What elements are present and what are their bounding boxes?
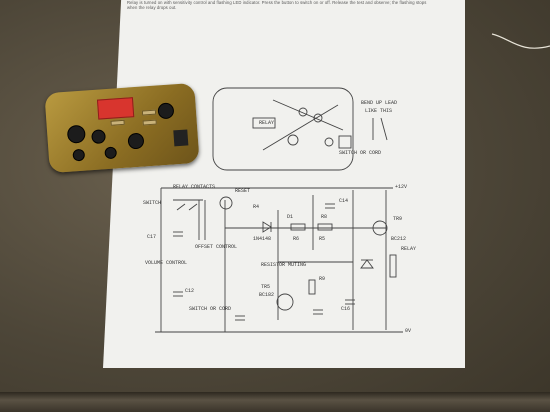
volume-control-label: VOLUME CONTROL [145, 260, 188, 266]
r4-label: R4 [253, 204, 260, 210]
c14-label: C14 [339, 198, 349, 204]
schematic-paper: Relay is turned on with sensitivity cont… [103, 0, 465, 368]
resistor-2 [142, 119, 157, 126]
transistor-2 [104, 146, 118, 160]
switch-component [173, 129, 189, 147]
offset-control-label: OFFSET CONTROL [195, 244, 238, 250]
capacitor-2 [91, 129, 107, 145]
resistor-3 [110, 119, 125, 126]
resistor-muting-label: RESISTOR MUTING [261, 262, 307, 268]
resistor-1 [141, 109, 157, 116]
like-this-label: LIKE THIS [365, 108, 393, 114]
cable-wire [491, 33, 550, 49]
switch-cord-label: SWITCH OR CORD [189, 306, 232, 312]
d1-label: D1 [287, 214, 294, 220]
pcb-switch-cord-label: SWITCH OR CORD [339, 150, 382, 156]
c12-label: C12 [185, 288, 195, 294]
circuit-board [44, 82, 200, 174]
zero-v-label: 0V [405, 328, 412, 334]
bend-led-label: BEND UP LEAD [361, 100, 398, 106]
diode-type-label: 1N4148 [253, 236, 272, 242]
bc212-label: BC212 [391, 236, 407, 242]
tr5-label: TR5 [261, 284, 271, 290]
transistor-1 [72, 148, 86, 162]
r6-label: R6 [293, 236, 300, 242]
switch-label: SWITCH [143, 200, 162, 206]
tr9-label: TR9 [393, 216, 403, 222]
r9-label: R9 [319, 276, 326, 282]
plus-12v-label: +12V [395, 184, 408, 190]
r5-label: R5 [319, 236, 326, 242]
table-edge [0, 392, 550, 412]
reset-label: RESET [235, 188, 251, 194]
relay-coil-label: RELAY [401, 246, 417, 252]
relay-component [96, 97, 135, 120]
capacitor-1 [66, 124, 86, 144]
capacitor-3 [127, 132, 145, 150]
bc182-label: BC182 [259, 292, 275, 298]
c16-label: C16 [341, 306, 351, 312]
intro-text: Relay is turned on with sensitivity cont… [127, 0, 427, 10]
relay-contacts-label: RELAY CONTACTS [173, 184, 216, 190]
capacitor-4 [157, 102, 175, 120]
schematic-drawing [155, 87, 403, 333]
c17-label: C17 [147, 234, 157, 240]
r8-label: R8 [321, 214, 328, 220]
pcb-relay-label: RELAY [259, 120, 275, 126]
